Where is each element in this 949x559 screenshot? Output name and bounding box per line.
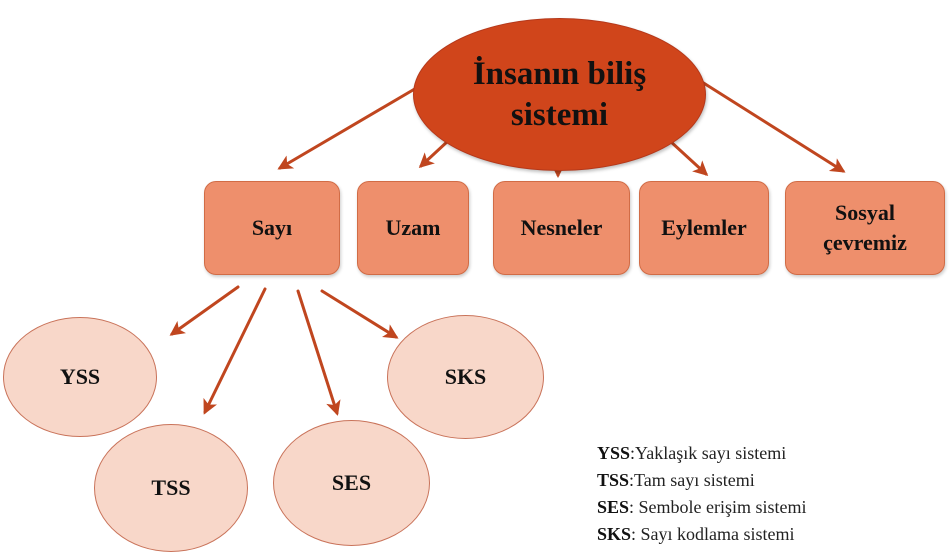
category-box-eylemler: Eylemler (639, 181, 769, 275)
legend-text: Sembole erişim sistemi (638, 497, 807, 517)
legend-text: Sayı kodlama sistemi (640, 524, 795, 544)
root-label-line2: sistemi (510, 96, 609, 133)
category-label-cevremiz: çevremiz (823, 230, 907, 255)
category-label-uzam: Uzam (385, 215, 441, 240)
legend-row: SKS: Sayı kodlama sistemi (597, 521, 807, 548)
legend-row: SES: Sembole erişim sistemi (597, 494, 807, 521)
legend-text: Yaklaşık sayı sistemi (635, 443, 787, 463)
subsystem-oval-yss: YSS (3, 317, 157, 437)
arrow-sayi-to-tss (203, 287, 267, 415)
subsystem-label-ses: SES (331, 470, 372, 495)
root-label-line1: İnsanın biliş (472, 55, 647, 92)
arrow-root-to-sosyal (700, 80, 846, 173)
legend-separator: : (630, 443, 636, 463)
arrow-root-to-sayi (277, 78, 432, 170)
category-label-sosyal: Sosyal (835, 200, 895, 225)
subsystem-label-yss: YSS (59, 364, 101, 389)
legend-text: Tam sayı sistemi (634, 470, 755, 490)
legend-abbr: TSS (597, 470, 630, 490)
subsystem-oval-tss: TSS (94, 424, 248, 552)
category-box-nesneler: Nesneler (493, 181, 630, 275)
subsystem-oval-sks: SKS (387, 315, 544, 439)
root-node-human-cognition: İnsanın biliş sistemi (413, 18, 706, 171)
category-label-eylemler: Eylemler (661, 215, 747, 240)
category-box-sosyal-cevremiz: Sosyal çevremiz (785, 181, 945, 275)
arrow-sayi-to-sks (320, 289, 399, 339)
legend-abbr: SES (597, 497, 630, 517)
legend-abbr: YSS (597, 443, 631, 463)
arrow-sayi-to-yss (169, 285, 240, 336)
category-box-sayi: Sayı (204, 181, 340, 275)
legend-separator: : (629, 497, 639, 517)
abbreviation-legend: YSS:Yaklaşık sayı sistemi TSS:Tam sayı s… (597, 440, 807, 548)
legend-row: YSS:Yaklaşık sayı sistemi (597, 440, 807, 467)
category-label-sayi: Sayı (251, 215, 293, 240)
arrow-sayi-to-ses (296, 289, 341, 416)
category-label-nesneler: Nesneler (520, 215, 603, 240)
category-box-uzam: Uzam (357, 181, 469, 275)
subsystem-label-sks: SKS (444, 364, 487, 389)
legend-abbr: SKS (597, 524, 632, 544)
subsystem-label-tss: TSS (151, 475, 191, 500)
legend-row: TSS:Tam sayı sistemi (597, 467, 807, 494)
subsystem-oval-ses: SES (273, 420, 430, 546)
legend-separator: : (629, 470, 635, 490)
legend-separator: : (631, 524, 641, 544)
